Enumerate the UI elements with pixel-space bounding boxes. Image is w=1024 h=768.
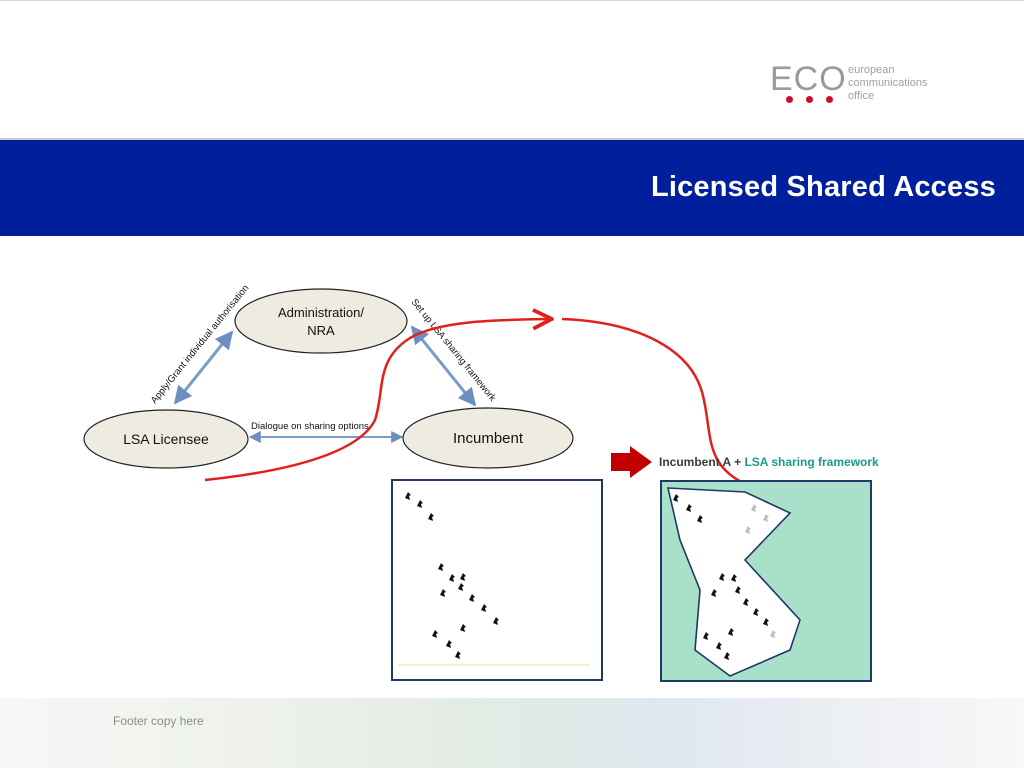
lsa-station-markers (673, 494, 776, 660)
station-icon (716, 642, 722, 650)
node-lsa-licensee (83, 409, 249, 469)
logo-word-2: communications (848, 77, 928, 89)
station-icon (745, 526, 751, 534)
station-icon (686, 504, 692, 512)
station-icon (449, 574, 455, 582)
footer-band (0, 698, 1024, 768)
incumbent-station-markers (405, 492, 499, 659)
edge-set-up-label: Set up LSA sharing framework (409, 297, 498, 404)
station-icon (481, 604, 487, 612)
node-administration-label-1: Administration/ (278, 305, 364, 320)
station-icon (455, 651, 461, 659)
node-incumbent-label: Incumbent (453, 430, 524, 447)
station-icon (446, 640, 452, 648)
legend-arrow-icon (611, 446, 652, 478)
station-icon (469, 594, 475, 602)
legend-caption-highlight: LSA sharing framework (744, 455, 879, 469)
station-icon (751, 504, 757, 512)
node-administration (234, 288, 408, 354)
edge-apply-grant-label: Apply/Grant individual authorisation (149, 283, 252, 406)
station-icon (763, 514, 769, 522)
node-incumbent (402, 407, 574, 469)
station-icon (703, 632, 709, 640)
station-icon (460, 624, 466, 632)
edge-dialogue-label: Dialogue on sharing options (251, 421, 369, 432)
lsa-exclusion-zone (666, 487, 801, 677)
red-curve-left (204, 319, 550, 482)
station-icon (428, 513, 434, 521)
logo-words: european communications office (848, 64, 927, 103)
station-icon (673, 494, 679, 502)
legend-caption-prefix: Incumbent A + (659, 455, 744, 469)
top-rule (0, 0, 1024, 1)
station-icon (460, 573, 466, 581)
station-icon (728, 628, 734, 636)
incumbent-map (391, 479, 603, 681)
logo-dots (786, 96, 846, 106)
legend-caption: Incumbent A + LSA sharing framework (659, 455, 879, 469)
logo-mark: ECO (770, 60, 847, 98)
station-icon (763, 618, 769, 626)
station-icon (719, 573, 725, 581)
station-icon (440, 589, 446, 597)
station-icon (405, 492, 411, 500)
red-curve-right (561, 317, 840, 505)
edge-apply-grant (173, 330, 234, 405)
eco-logo: ECO european communications office (770, 62, 960, 112)
station-icon (458, 583, 464, 591)
station-icon (770, 630, 776, 638)
station-icon (493, 617, 499, 625)
station-icon (743, 598, 749, 606)
title-band (0, 140, 1024, 236)
logo-word-1: european (848, 64, 895, 76)
station-icon (432, 630, 438, 638)
edge-set-up (410, 325, 477, 407)
station-icon (753, 608, 759, 616)
logo-word-3: office (848, 90, 875, 102)
node-lsa-licensee-label: LSA Licensee (123, 431, 209, 447)
station-icon (711, 589, 717, 597)
node-administration-label-2: NRA (307, 323, 335, 338)
station-icon (735, 586, 741, 594)
slide-title: Licensed Shared Access (650, 171, 996, 203)
station-icon (417, 500, 423, 508)
station-icon (731, 574, 737, 582)
station-icon (438, 563, 444, 571)
footer-text: Footer copy here (113, 714, 204, 728)
station-icon (724, 652, 730, 660)
station-icon (697, 515, 703, 523)
header-divider (0, 138, 1024, 140)
